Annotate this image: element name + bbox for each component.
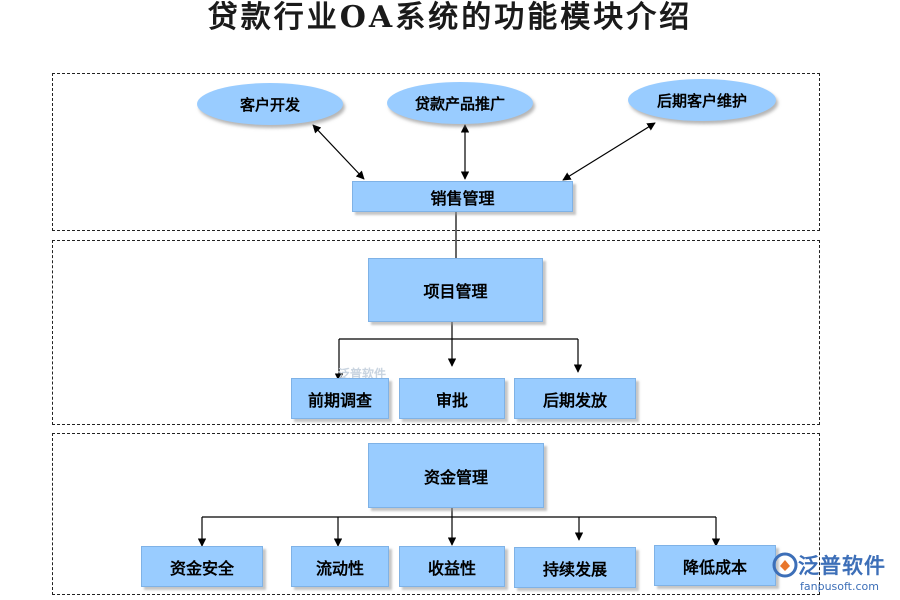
box-cost-reduction: 降低成本 — [654, 545, 776, 586]
box-late-disbursement: 后期发放 — [514, 378, 636, 419]
page-title: 贷款行业OA系统的功能模块介绍 — [207, 0, 693, 35]
box-approval: 审批 — [399, 378, 505, 419]
box-profitability: 收益性 — [399, 546, 505, 587]
logo-name: 泛普软件 — [798, 554, 886, 578]
watermark: 泛普软件 — [338, 367, 387, 381]
arrow-customer-dev — [312, 124, 365, 180]
logo-mark-icon — [772, 552, 798, 578]
arrow-customer-maint — [562, 122, 656, 181]
logo-url: fanpusoft.com — [800, 580, 879, 593]
box-capital-safety: 资金安全 — [141, 546, 263, 587]
brand-logo: 泛普软件 — [772, 550, 886, 580]
project-panel — [52, 240, 820, 425]
sales-panel — [52, 73, 820, 231]
box-capital-management: 资金管理 — [368, 443, 544, 508]
box-pre-investigation: 前期调查 — [291, 378, 389, 419]
capital-panel — [52, 433, 820, 595]
box-sustainable-development: 持续发展 — [514, 547, 636, 588]
box-sales-management: 销售管理 — [352, 181, 573, 212]
ellipse-customer-development: 客户开发 — [197, 83, 343, 125]
box-project-management: 项目管理 — [368, 258, 543, 322]
ellipse-customer-maintenance: 后期客户维护 — [628, 79, 776, 121]
ellipse-loan-product-promotion: 贷款产品推广 — [387, 82, 533, 124]
box-liquidity: 流动性 — [291, 546, 389, 587]
